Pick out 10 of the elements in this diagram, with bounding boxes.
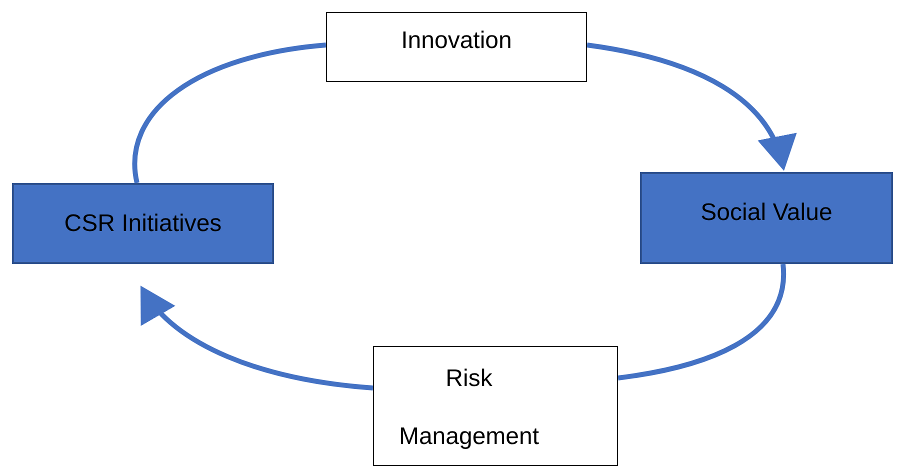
arrow — [586, 42, 794, 171]
arrow — [140, 286, 374, 390]
process-box — [326, 12, 587, 82]
process-box — [12, 183, 274, 264]
box-label: CSR Initiatives — [64, 208, 222, 238]
box-label: Innovation — [401, 26, 512, 56]
process-box — [373, 346, 618, 466]
box-label: Social Value — [700, 198, 832, 228]
box-label: Risk Management — [398, 364, 540, 452]
process-box — [640, 172, 893, 264]
